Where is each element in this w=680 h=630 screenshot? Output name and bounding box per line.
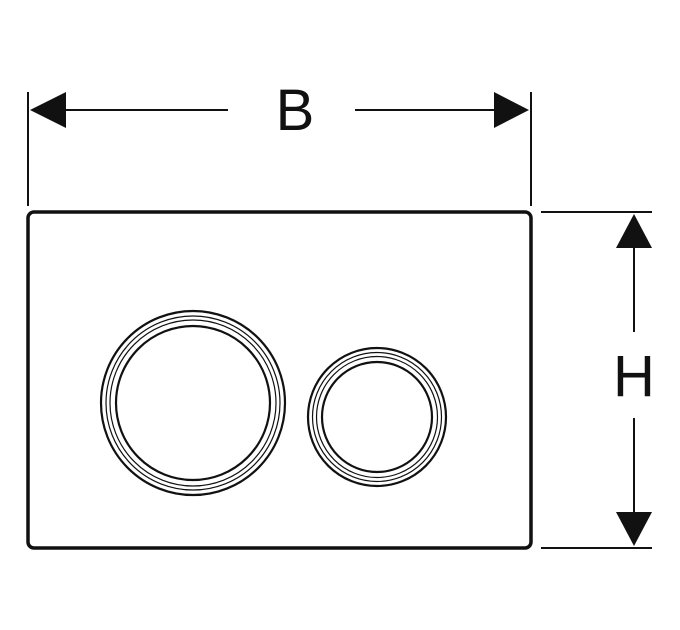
large-button-outer-ring: [99, 309, 287, 497]
width-arrowhead-right: [494, 92, 529, 128]
small-button-ring-2: [311, 351, 443, 483]
small-button-inner-ring: [320, 360, 434, 474]
large-button-ring-3: [109, 319, 277, 487]
large-round-button: [99, 309, 287, 497]
flush-plate-outline: [26, 210, 533, 550]
small-button-outer-ring: [306, 346, 448, 488]
width-dimension: B: [27, 78, 532, 206]
height-arrowhead-top: [616, 214, 652, 248]
width-label: B: [276, 78, 315, 143]
height-dimension: H: [541, 211, 655, 549]
small-round-button: [306, 346, 448, 488]
small-button-ring-3: [315, 355, 439, 479]
height-label: H: [613, 344, 655, 409]
large-button-ring-2: [105, 315, 281, 491]
width-arrowhead-left: [30, 92, 66, 128]
large-button-inner-ring: [114, 324, 272, 482]
height-arrowhead-bottom: [616, 512, 652, 546]
